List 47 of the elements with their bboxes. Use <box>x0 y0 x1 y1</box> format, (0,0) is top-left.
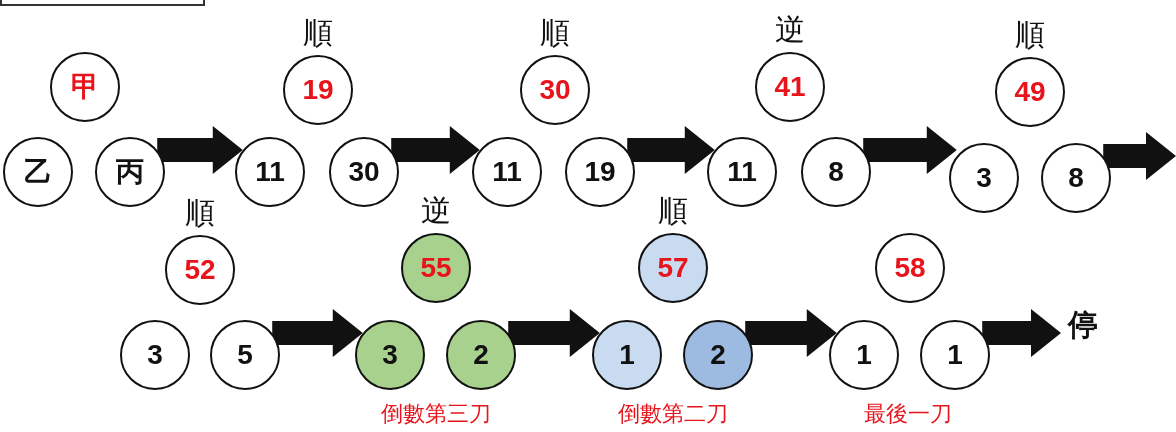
number-circle: 1 <box>829 320 899 390</box>
direction-label: 順 <box>184 195 216 231</box>
number-circle: 2 <box>446 320 516 390</box>
number-circle: 3 <box>355 320 425 390</box>
sum-circle: 55 <box>401 233 471 303</box>
block-arrow <box>391 126 480 174</box>
block-arrow <box>863 126 957 174</box>
sum-circle: 49 <box>995 57 1065 127</box>
block-arrow <box>982 309 1061 357</box>
step-note: 倒數第二刀 <box>618 401 728 427</box>
number-circle: 1 <box>920 320 990 390</box>
sum-circle: 30 <box>520 55 590 125</box>
sum-circle: 甲 <box>50 52 120 122</box>
block-arrow <box>745 309 837 357</box>
sum-circle: 41 <box>755 52 825 122</box>
number-circle: 丙 <box>95 137 165 207</box>
sum-circle: 52 <box>165 235 235 305</box>
number-circle: 3 <box>120 320 190 390</box>
direction-label: 順 <box>302 15 334 51</box>
block-arrow <box>272 309 363 357</box>
step-note: 最後一刀 <box>864 401 952 427</box>
number-circle: 19 <box>565 137 635 207</box>
direction-label: 順 <box>657 193 689 229</box>
sum-circle: 19 <box>283 55 353 125</box>
number-circle: 乙 <box>3 137 73 207</box>
direction-label: 順 <box>539 15 571 51</box>
block-arrow <box>627 126 715 174</box>
number-circle: 8 <box>801 137 871 207</box>
number-circle: 5 <box>210 320 280 390</box>
number-circle: 30 <box>329 137 399 207</box>
sum-circle: 58 <box>875 233 945 303</box>
number-circle: 11 <box>707 137 777 207</box>
direction-label: 逆 <box>774 12 806 48</box>
block-arrow <box>1103 132 1176 180</box>
number-circle: 1 <box>592 320 662 390</box>
block-arrow <box>508 309 600 357</box>
direction-label: 順 <box>1014 17 1046 53</box>
sum-circle: 57 <box>638 233 708 303</box>
number-circle: 2 <box>683 320 753 390</box>
number-circle: 8 <box>1041 143 1111 213</box>
number-circle: 11 <box>472 137 542 207</box>
number-circle: 3 <box>949 143 1019 213</box>
step-note: 倒數第三刀 <box>381 401 491 427</box>
stop-text: 停 <box>1061 303 1105 347</box>
direction-label: 逆 <box>420 193 452 229</box>
number-circle: 11 <box>235 137 305 207</box>
block-arrow <box>157 126 243 174</box>
